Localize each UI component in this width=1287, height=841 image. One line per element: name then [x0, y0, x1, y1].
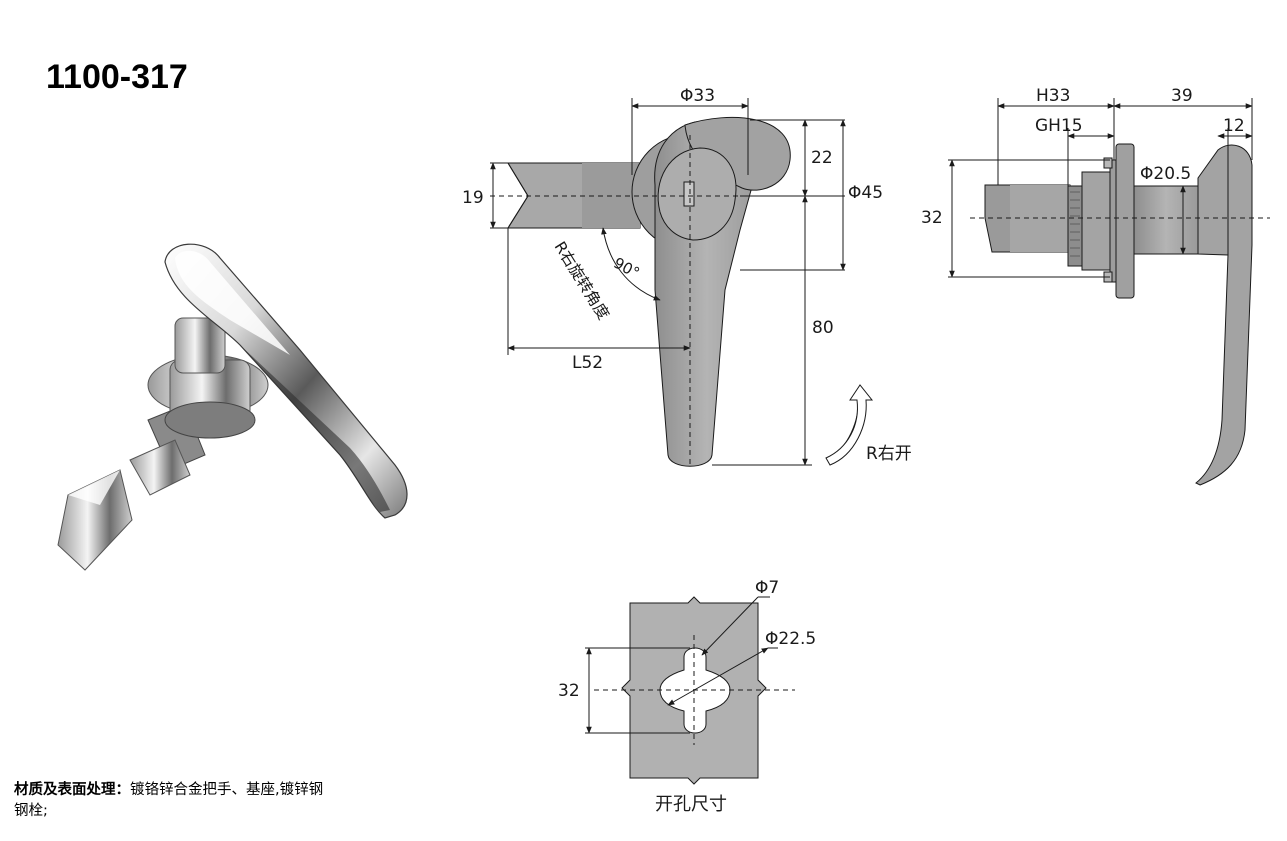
dim-angle-90: 90° [611, 254, 643, 282]
model-number: 1100-317 [46, 58, 188, 96]
dim-phi7: Φ7 [755, 578, 779, 598]
dim-phi22-5: Φ22.5 [765, 629, 816, 649]
front-view [490, 98, 874, 467]
dim-phi20-5: Φ20.5 [1140, 164, 1191, 184]
dim-phi45: Φ45 [848, 183, 883, 203]
material-text-line1: 镀铬锌合金把手、基座,镀锌钢 [130, 782, 324, 798]
dim-19: 19 [462, 188, 484, 208]
dim-39: 39 [1171, 86, 1193, 106]
dim-32-side: 32 [921, 208, 943, 228]
dim-32-cutout: 32 [558, 681, 580, 701]
dim-l52: L52 [572, 353, 603, 373]
product-photo [57, 243, 408, 571]
dim-phi33: Φ33 [680, 86, 715, 106]
material-spec: 材质及表面处理：镀铬锌合金把手、基座,镀锌钢 钢栓; [14, 780, 434, 822]
dim-12: 12 [1223, 116, 1245, 136]
side-view [948, 98, 1270, 486]
cutout-caption: 开孔尺寸 [655, 794, 727, 815]
dim-80: 80 [812, 318, 834, 338]
open-note: R右开 [866, 444, 912, 464]
cutout-diagram [585, 596, 795, 785]
dim-gh15: GH15 [1035, 116, 1083, 136]
dim-22: 22 [811, 148, 833, 168]
rotate-note: R右旋转角度 [551, 238, 613, 322]
material-label: 材质及表面处理： [14, 782, 130, 798]
dim-h33: H33 [1036, 86, 1070, 106]
material-text-line2: 钢栓; [14, 803, 48, 819]
